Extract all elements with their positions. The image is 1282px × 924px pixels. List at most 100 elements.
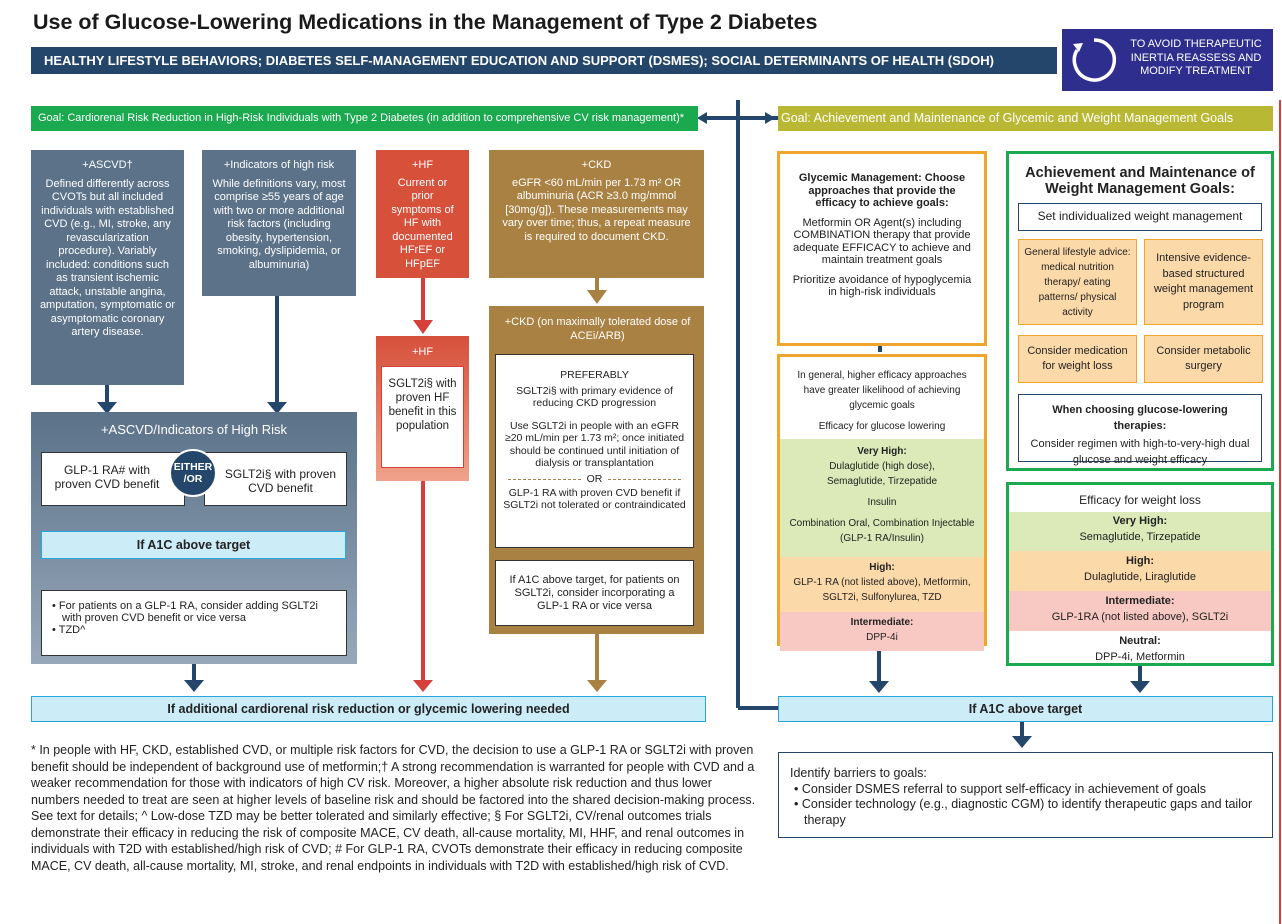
weight-efficacy-box: Efficacy for weight loss Very High: Sema…	[1006, 482, 1274, 666]
weight-high-band: High: Dulaglutide, Liraglutide	[1009, 551, 1271, 591]
page-title: Use of Glucose-Lowering Medications in t…	[33, 10, 818, 34]
lifestyle-banner: HEALTHY LIFESTYLE BEHAVIORS; DIABETES SE…	[31, 47, 1057, 74]
a1c-right-pill-label: If A1C above target	[968, 702, 1083, 716]
ascvd-text: Defined differently across CVOTs but all…	[39, 177, 176, 339]
ckd-a1c-box: If A1C above target, for patients on SGL…	[495, 560, 694, 626]
glucose-very-high-label: Very High:	[857, 446, 907, 457]
glp1-option-label: GLP-1 RA# with proven CVD benefit	[54, 463, 160, 491]
hf-sglt2-box: SGLT2i§ with proven HF benefit in this p…	[381, 366, 464, 468]
ckd-preferably-box: PREFERABLY SGLT2i§ with primary evidence…	[495, 354, 694, 548]
ckd-pref-3: GLP-1 RA with proven CVD benefit if SGLT…	[503, 486, 686, 512]
glycemic-management-box: Glycemic Management: Choose approaches t…	[777, 151, 987, 346]
ckd-pref-1: SGLT2i§ with primary evidence of reducin…	[516, 384, 673, 410]
metabolic-surgery-text: Consider metabolic surgery	[1156, 344, 1251, 373]
barriers-heading: Identify barriers to goals:	[790, 766, 927, 780]
lifestyle-advice-box: General lifestyle advice: medical nutrit…	[1018, 239, 1137, 325]
weight-high-text: Dulaglutide, Liraglutide	[1084, 570, 1196, 583]
glycemic-heading: Glycemic Management: Choose approaches t…	[798, 172, 966, 209]
a1c-pill-label: If A1C above target	[136, 538, 251, 552]
reassess-cycle-icon	[1072, 38, 1117, 82]
weight-management-box	[1006, 151, 1274, 471]
weight-very-high-band: Very High: Semaglutide, Tirzepatide	[1009, 512, 1271, 551]
inertia-text: TO AVOID THERAPEUTIC INERTIA REASSESS AN…	[1130, 38, 1262, 77]
ascvd-box: +ASCVD† Defined differently across CVOTs…	[31, 150, 184, 385]
weight-intermediate-band: Intermediate: GLP-1RA (not listed above)…	[1009, 591, 1271, 631]
cardiorenal-lowering-pill: If additional cardiorenal risk reduction…	[31, 696, 706, 722]
glucose-combination: Combination Oral, Combination Injectable…	[789, 518, 975, 544]
glp1-option: GLP-1 RA# with proven CVD benefit	[41, 452, 185, 506]
ascvd-bullet-2: • TZD^	[52, 624, 86, 636]
weight-medication-box: Consider medication for weight loss	[1018, 335, 1137, 383]
weight-efficacy-title: Efficacy for weight loss	[1079, 493, 1201, 507]
weight-medication-text: Consider medication for weight loss	[1027, 344, 1128, 373]
barriers-box: Identify barriers to goals: • Consider D…	[778, 752, 1273, 838]
hf-sglt2-text: SGLT2i§ with proven HF benefit in this p…	[388, 378, 457, 432]
glycemic-p1: Metformin OR Agent(s) including COMBINAT…	[793, 216, 971, 267]
ckd-a1c-text: If A1C above target, for patients on SGL…	[509, 574, 680, 612]
hf-heading: +HF	[411, 159, 434, 171]
ckd-text: eGFR <60 mL/min per 1.73 m² OR albuminur…	[502, 176, 691, 243]
weight-goal-text: Set individualized weight management	[1037, 209, 1243, 223]
weight-intermediate-label: Intermediate:	[1105, 595, 1175, 607]
glucose-very-high-band: Very High: Dulaglutide (high dose), Sema…	[780, 439, 984, 557]
weight-heading: Achievement and Maintenance of Weight Ma…	[1025, 165, 1255, 197]
ckd-recommendation-heading: +CKD (on maximally tolerated dose of ACE…	[504, 316, 691, 342]
ckd-heading: +CKD	[581, 159, 612, 171]
intensive-program-box: Intensive evidence-based structured weig…	[1144, 239, 1263, 325]
barriers-bullet-1: • Consider DSMES referral to support sel…	[794, 781, 1206, 796]
glucose-high-text: GLP-1 RA (not listed above), Metformin, …	[793, 577, 971, 603]
footnote: * In people with HF, CKD, established CV…	[31, 743, 756, 873]
indicators-heading: +Indicators of high risk	[223, 159, 335, 171]
choosing-therapies-box: When choosing glucose-lowering therapies…	[1018, 394, 1262, 466]
or-divider: OR	[502, 472, 687, 485]
sglt2-option-label: SGLT2i§ with proven CVD benefit	[224, 467, 337, 495]
glucose-efficacy-box: In general, higher efficacy approaches h…	[777, 354, 987, 651]
cardiorenal-pill-label: If additional cardiorenal risk reduction…	[167, 702, 570, 716]
either-or-badge: EITHER /OR	[169, 449, 217, 497]
goal-glycemic-weight: Goal: Achievement and Maintenance of Gly…	[778, 106, 1273, 131]
ckd-box: +CKD eGFR <60 mL/min per 1.73 m² OR albu…	[489, 150, 704, 278]
metabolic-surgery-box: Consider metabolic surgery	[1144, 335, 1263, 383]
lifestyle-advice-text: General lifestyle advice: medical nutrit…	[1024, 246, 1131, 318]
hf-box: +HF Current or prior symptoms of HF with…	[376, 150, 469, 278]
goal-cardiorenal: Goal: Cardiorenal Risk Reduction in High…	[31, 106, 698, 131]
ascvd-heading: +ASCVD†	[82, 159, 133, 171]
page-edge-rule	[1279, 100, 1281, 924]
a1c-above-target-right-pill: If A1C above target	[778, 696, 1273, 722]
inertia-callout: TO AVOID THERAPEUTIC INERTIA REASSESS AN…	[1062, 29, 1273, 91]
weight-intermediate-text: GLP-1RA (not listed above), SGLT2i	[1051, 610, 1229, 623]
intensive-program-text: Intensive evidence-based structured weig…	[1153, 252, 1254, 311]
glucose-efficacy-title: Efficacy for glucose lowering	[818, 421, 946, 432]
glucose-high-band: High: GLP-1 RA (not listed above), Metfo…	[780, 557, 984, 612]
weight-goal-box: Set individualized weight management	[1018, 203, 1262, 231]
weight-neutral-text: DPP-4i, Metformin	[1095, 650, 1185, 663]
weight-neutral-band: Neutral: DPP-4i, Metformin	[1009, 631, 1271, 671]
ascvd-recommendations: • For patients on a GLP-1 RA, consider a…	[41, 590, 347, 656]
barriers-bullet-2: • Consider technology (e.g., diagnostic …	[794, 797, 1253, 827]
hf-text: Current or prior symptoms of HF with doc…	[391, 176, 454, 270]
choosing-therapies-heading: When choosing glucose-lowering therapies…	[1052, 404, 1228, 432]
glycemic-p2: Prioritize avoidance of hypoglycemia in …	[792, 273, 972, 299]
sglt2-option: SGLT2i§ with proven CVD benefit	[204, 452, 347, 506]
preferably-label: PREFERABLY	[560, 369, 629, 381]
ascvd-bullet-1: • For patients on a GLP-1 RA, consider a…	[52, 600, 318, 624]
ckd-pref-2: Use SGLT2i in people with an eGFR ≥20 mL…	[504, 419, 685, 470]
a1c-above-target-pill: If A1C above target	[41, 531, 346, 559]
indicators-box: +Indicators of high risk While definitio…	[202, 150, 356, 296]
glucose-efficacy-intro: In general, higher efficacy approaches h…	[797, 370, 967, 411]
glucose-insulin: Insulin	[867, 497, 897, 508]
weight-high-label: High:	[1125, 555, 1155, 567]
glucose-very-high-text: Dulaglutide (high dose), Semaglutide, Ti…	[826, 461, 938, 487]
glucose-intermediate-text: DPP-4i	[866, 632, 898, 643]
glucose-intermediate-label: Intermediate:	[850, 617, 914, 628]
weight-very-high-text: Semaglutide, Tirzepatide	[1079, 530, 1201, 543]
glucose-high-label: High:	[869, 562, 895, 573]
either-or-label: EITHER /OR	[173, 461, 213, 485]
choosing-therapies-text: Consider regimen with high-to-very-high …	[1030, 438, 1250, 466]
ascvd-combined-heading: +ASCVD/Indicators of High Risk	[100, 422, 288, 437]
weight-neutral-label: Neutral:	[1119, 635, 1161, 647]
glucose-intermediate-band: Intermediate: DPP-4i	[780, 612, 984, 651]
indicators-text: While definitions vary, most comprise ≥5…	[212, 177, 346, 271]
weight-very-high-label: Very High:	[1112, 515, 1168, 527]
